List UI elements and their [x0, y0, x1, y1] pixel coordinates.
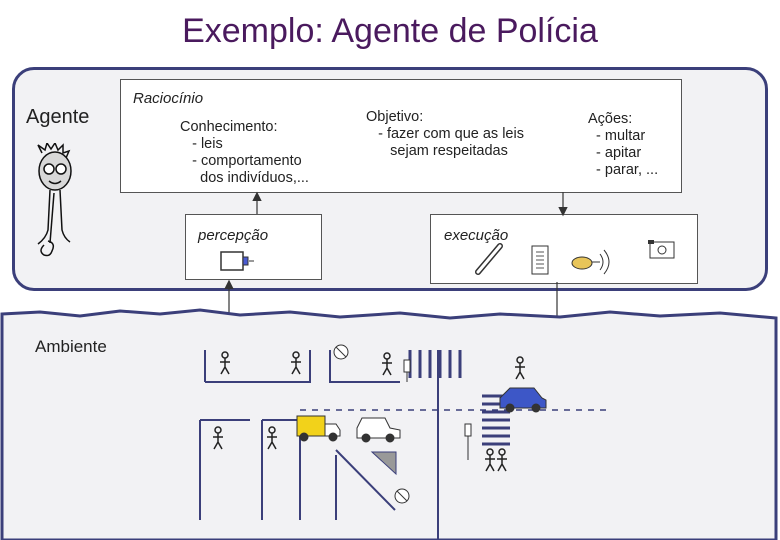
- execution-box: [430, 214, 698, 284]
- camera-sensor-icon: [220, 251, 254, 271]
- perception-label: percepção: [198, 227, 269, 244]
- reasoning-box: [120, 79, 682, 193]
- agent-label: Agente: [26, 106, 90, 128]
- objective-text: Objetivo: - fazer com que as leis sejam …: [366, 109, 524, 159]
- actions-text: Ações: - multar - apitar - parar, ...: [588, 111, 659, 178]
- knowledge-text: Conhecimento: - leis - comportamento dos…: [180, 119, 309, 186]
- reasoning-label: Raciocínio: [133, 90, 204, 107]
- perception-box: [185, 214, 322, 280]
- environment-area: [0, 308, 778, 540]
- slide-title: Exemplo: Agente de Polícia: [182, 12, 598, 50]
- execution-label: execução: [444, 227, 509, 244]
- police-agent-figure-icon: [37, 143, 72, 257]
- execution-tools-icons: [475, 240, 675, 275]
- environment-label: Ambiente: [35, 337, 107, 356]
